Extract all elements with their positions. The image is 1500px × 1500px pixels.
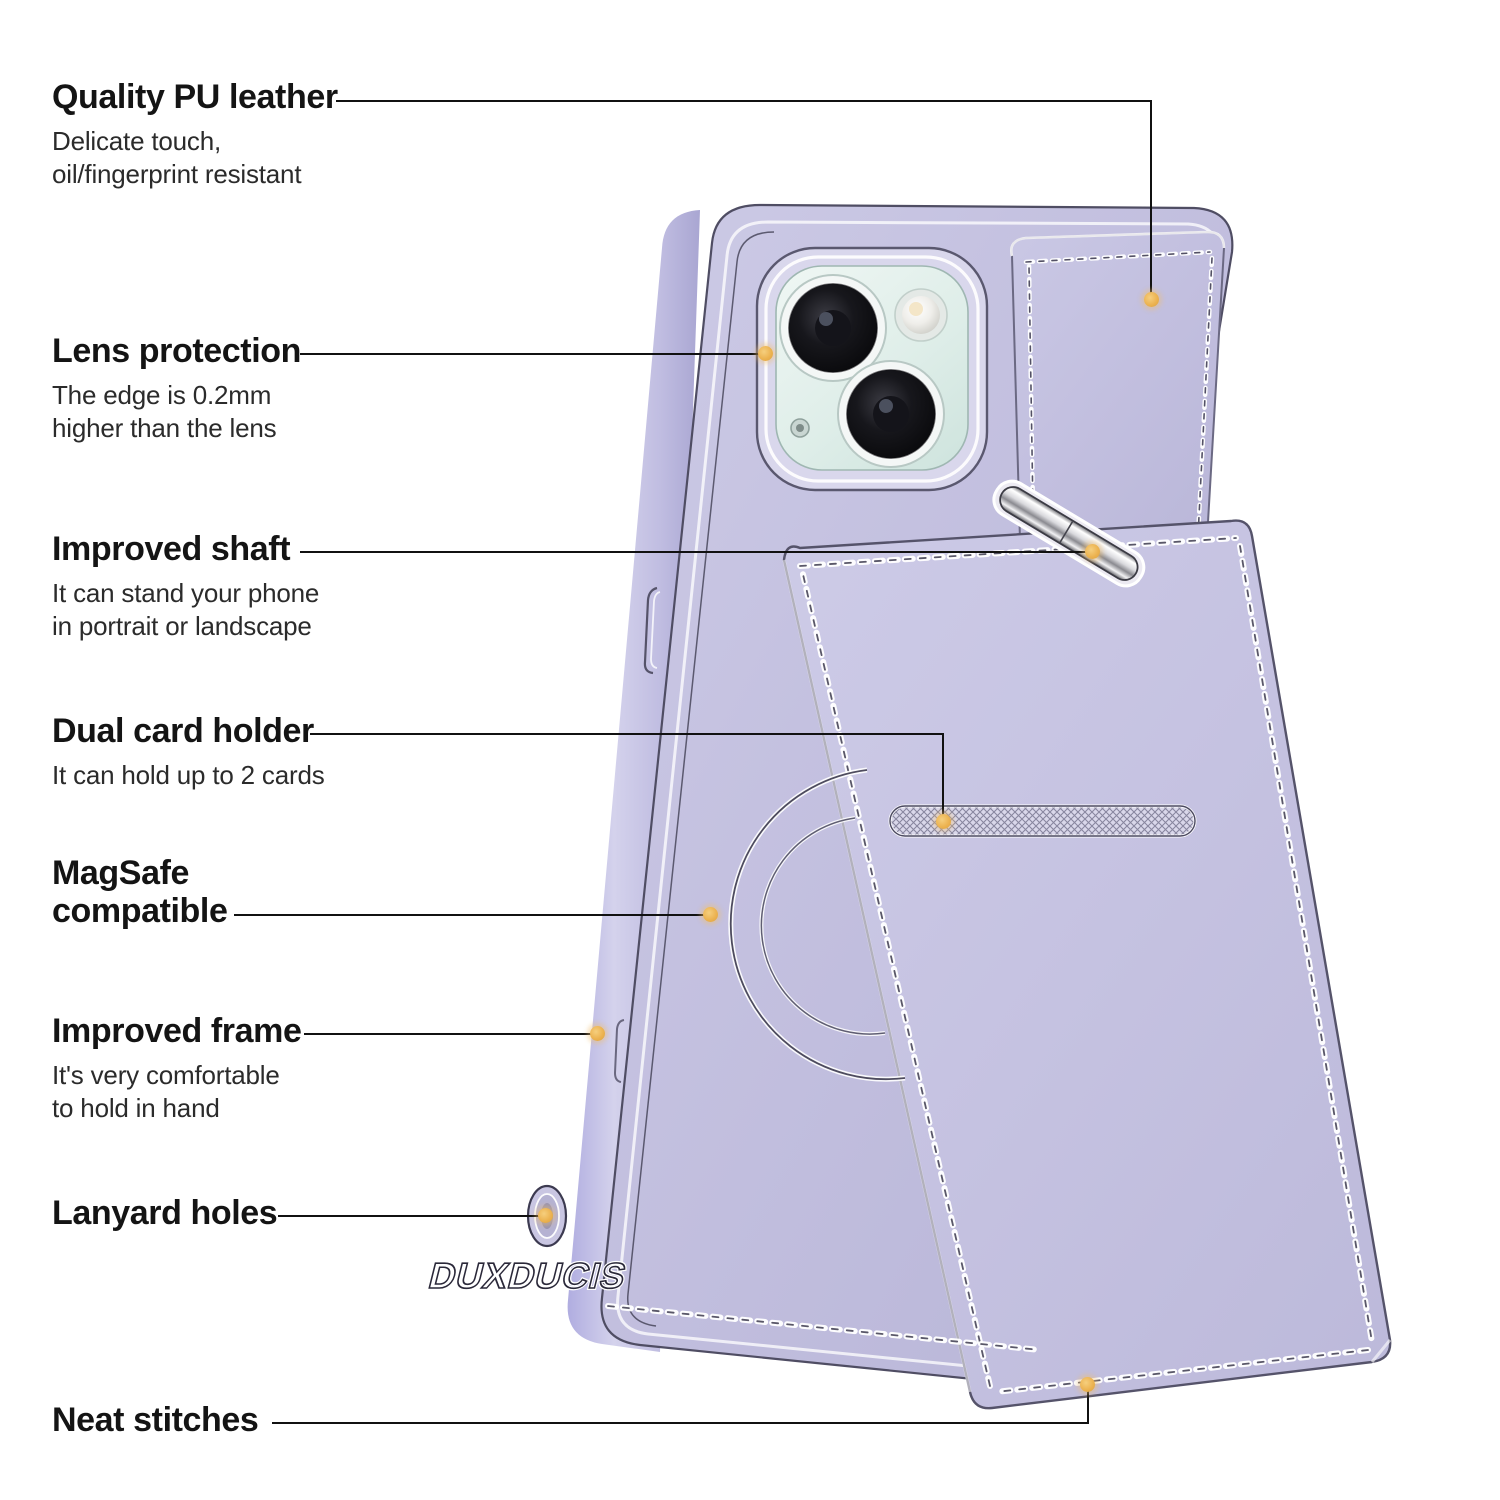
card-slot [888,804,1197,838]
leader-line-neat-stitches-h [272,1422,1089,1424]
marker-dot-lanyard-holes [538,1208,553,1223]
camera-module [755,246,989,492]
leader-line-improved-shaft [300,551,1090,553]
callout-subtitle-quality-pu-leather: Delicate touch, oil/fingerprint resistan… [52,126,302,190]
marker-dot-magsafe-compatible [703,907,718,922]
marker-dot-lens-protection [758,346,773,361]
callout-improved-frame: Improved frame It's very comfortable to … [52,1012,302,1126]
brand-logo-text-svg: DUXDUCIS [425,1256,631,1296]
callout-subtitle-lens-protection: The edge is 0.2mm higher than the lens [52,380,277,444]
callout-subtitle-improved-shaft: It can stand your phone in portrait or l… [52,578,320,642]
callout-quality-pu-leather: Quality PU leather Delicate touch, oil/f… [52,78,338,192]
callout-title-neat-stitches: Neat stitches [52,1401,259,1439]
brand-logo-group: DUXDUCIS DUXDUCIS [423,1254,633,1298]
camera-lens-top [779,274,887,382]
leader-line-quality-pu-leather-v [1150,100,1152,298]
marker-dot-neat-stitches [1080,1377,1095,1392]
callout-title-magsafe-compatible: MagSafe compatible [52,854,228,931]
bottom-edge-stitching [605,1303,1043,1353]
callout-subtitle-improved-frame: It's very comfortable to hold in hand [52,1060,280,1124]
leader-line-dual-card-holder-h [310,733,944,735]
leader-line-quality-pu-leather-h [336,100,1152,102]
leader-line-magsafe-compatible [234,914,708,916]
callout-neat-stitches: Neat stitches [52,1401,259,1439]
side-frame-details [613,586,661,1083]
leader-line-lanyard-holes [278,1215,543,1217]
brand-logo-outline: DUXDUCIS [425,1256,631,1296]
leader-line-neat-stitches-v [1087,1385,1089,1423]
magsafe-ring [728,767,906,1082]
callout-title-lanyard-holes: Lanyard holes [52,1194,278,1232]
callout-title-improved-frame: Improved frame [52,1012,302,1050]
leader-line-improved-frame [304,1033,595,1035]
camera-flash [894,288,948,342]
marker-dot-improved-shaft [1085,544,1100,559]
callout-title-quality-pu-leather: Quality PU leather [52,78,338,116]
callout-title-lens-protection: Lens protection [52,332,302,370]
marker-dot-dual-card-holder [936,814,951,829]
callout-improved-shaft: Improved shaft It can stand your phone i… [52,530,319,644]
kickstand-shaft [992,479,1146,588]
leader-line-dual-card-holder-v [942,733,944,821]
marker-dot-quality-pu-leather [1144,292,1159,307]
camera-lens-bottom [837,360,945,468]
callout-title-improved-shaft: Improved shaft [52,530,291,568]
callout-lanyard-holes: Lanyard holes [52,1194,278,1232]
callout-dual-card-holder: Dual card holder It can hold up to 2 car… [52,712,325,792]
callout-subtitle-dual-card-holder: It can hold up to 2 cards [52,760,325,791]
callout-lens-protection: Lens protection The edge is 0.2mm higher… [52,332,301,446]
marker-dot-improved-frame [590,1026,605,1041]
callout-title-dual-card-holder: Dual card holder [52,712,314,750]
leader-line-lens-protection [300,353,762,355]
callout-magsafe-compatible: MagSafe compatible [52,854,302,930]
